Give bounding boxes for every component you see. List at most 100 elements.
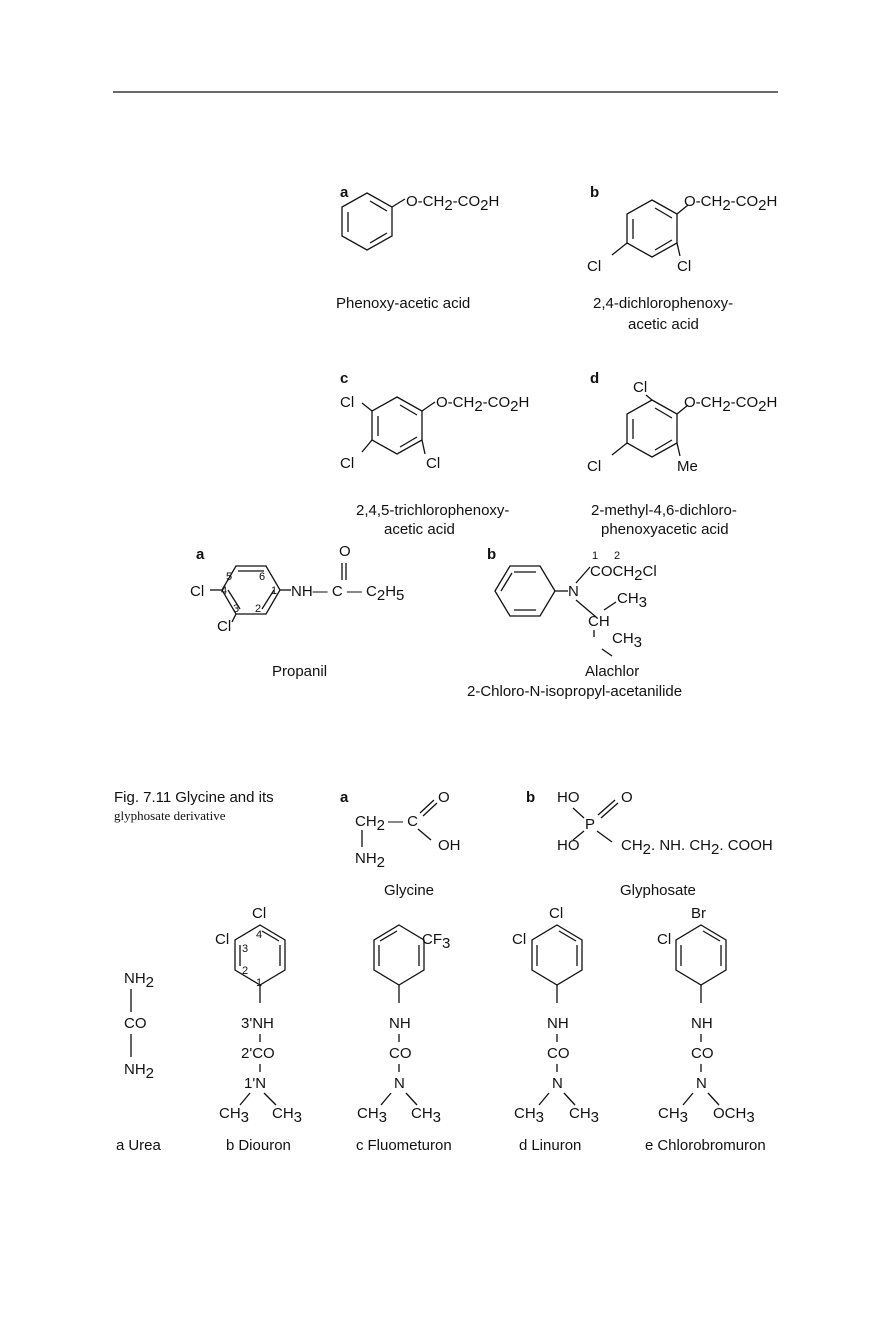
phenoxy-panel-d: d (590, 370, 599, 387)
alachlor-ring (494, 565, 617, 657)
linuron-n: N (552, 1075, 563, 1092)
diouron-ch3-left: CH3 (219, 1105, 249, 1126)
alachlor-ch3-bottom: CH3 (612, 630, 642, 651)
glycine-dbl-bond-2 (422, 802, 438, 817)
linuron-co: CO (547, 1045, 570, 1062)
glyphosate-ho-bottom: HO (557, 837, 580, 854)
anilide-panel-b: b (487, 546, 496, 563)
fluometuron-cf3: CF3 (422, 931, 450, 952)
phenoxy-a-substituent: O-CH2-CO2H (406, 193, 499, 214)
glyphosate-ho-bottom-bond (572, 830, 585, 841)
linuron-ch3-right: CH3 (569, 1105, 599, 1126)
propanil-ring-num-1: 1 (271, 585, 277, 597)
linuron-me-bond-right (563, 1092, 576, 1106)
fluometuron-co: CO (389, 1045, 412, 1062)
phenoxy-d-substituent: O-CH2-CO2H (684, 394, 777, 415)
urea-nh2-top: NH2 (124, 970, 154, 991)
phenoxy-b-cl-2: Cl (677, 258, 691, 275)
glyphosate-name: Glyphosate (620, 882, 696, 899)
propanil-ring-num-4: 4 (221, 585, 227, 597)
benzene-ring-c (361, 396, 436, 455)
phenoxy-c-substituent: O-CH2-CO2H (436, 394, 529, 415)
glyphosate-ho-top-bond (572, 807, 585, 819)
linuron-cl-3: Cl (512, 931, 526, 948)
chlorobromuron-och3: OCH3 (713, 1105, 755, 1126)
diouron-ring-num-1: 1 (256, 977, 262, 989)
diouron-ring (234, 924, 286, 1003)
linuron-me-bond-left (538, 1092, 550, 1106)
glyphosate-panel-b: b (526, 789, 535, 806)
propanil-ring-num-5: 5 (226, 571, 232, 583)
fluometuron-me-bond-left (380, 1092, 392, 1106)
linuron-ch3-left: CH3 (514, 1105, 544, 1126)
chlorobromuron-ring (675, 924, 727, 1003)
glyphosate-o: O (621, 789, 633, 806)
phenoxy-d-cl-6: Cl (633, 379, 647, 396)
phenoxy-b-name-line2: acetic acid (628, 316, 699, 333)
phenoxy-d-me: Me (677, 458, 698, 475)
diouron-2co: 2'CO (241, 1045, 275, 1062)
phenoxy-panel-b: b (590, 184, 599, 201)
glyphosate-dbl-bond-1 (597, 799, 616, 816)
diouron-1n: 1'N (244, 1075, 266, 1092)
phenoxy-b-name-line1: 2,4-dichlorophenoxy- (593, 295, 733, 312)
alachlor-acyl: COCH2Cl (590, 563, 657, 584)
chlorobromuron-ch3: CH3 (658, 1105, 688, 1126)
urea-co: CO (124, 1015, 147, 1032)
chlorobromuron-me-bond-right (707, 1092, 720, 1106)
diouron-ring-num-2: 2 (242, 965, 248, 977)
propanil-ring (210, 565, 291, 623)
alachlor-ch: CH (588, 613, 610, 630)
alachlor-num-2: 2 (614, 550, 620, 562)
anilide-panel-a: a (196, 546, 205, 563)
glyphosate-p: P (585, 816, 595, 833)
glycine-nh2: NH2 (355, 850, 385, 871)
benzene-ring-a (341, 192, 406, 251)
fluometuron-n: N (394, 1075, 405, 1092)
fig-7-11-caption-line2: glyphosate derivative (114, 808, 226, 823)
chlorobromuron-br: Br (691, 905, 706, 922)
glycine-ch2: CH2— C (355, 813, 418, 834)
propanil-cl-4: Cl (190, 583, 204, 600)
linuron-ring (531, 924, 583, 1003)
alachlor-n: N (568, 583, 579, 600)
phenoxy-c-name-line1: 2,4,5-trichlorophenoxy- (356, 502, 509, 519)
propanil-chain: NH— C — C2H5 (291, 583, 404, 604)
phenoxy-panel-c: c (340, 370, 348, 387)
diouron-me-bond-left (239, 1092, 251, 1106)
alachlor-name: Alachlor (585, 663, 639, 680)
phenoxy-c-cl-5: Cl (340, 394, 354, 411)
phenoxy-d-name-line1: 2-methyl-4,6-dichloro- (591, 502, 737, 519)
glycine-name: Glycine (384, 882, 434, 899)
glycine-o: O (438, 789, 450, 806)
propanil-name: Propanil (272, 663, 327, 680)
alachlor-ch3-top: CH3 (617, 590, 647, 611)
phenoxy-d-cl-4: Cl (587, 458, 601, 475)
linuron-cl-4: Cl (549, 905, 563, 922)
fluometuron-me-bond-right (405, 1092, 418, 1106)
fluometuron-ring (373, 924, 425, 1003)
fluometuron-nh: NH (389, 1015, 411, 1032)
phenoxy-c-cl-4: Cl (340, 455, 354, 472)
phenoxy-a-name: Phenoxy-acetic acid (336, 295, 470, 312)
phenoxy-panel-a: a (340, 184, 349, 201)
chlorobromuron-me-bond-left (682, 1092, 694, 1106)
diouron-3nh: 3'NH (241, 1015, 274, 1032)
chlorobromuron-cl: Cl (657, 931, 671, 948)
propanil-cl-3: Cl (217, 618, 231, 635)
chlorobromuron-nh: NH (691, 1015, 713, 1032)
propanil-ring-num-3: 3 (233, 603, 239, 615)
diouron-ring-num-4: 4 (256, 929, 262, 941)
phenoxy-c-name-line2: acetic acid (384, 521, 455, 538)
diouron-ring-num-3: 3 (242, 943, 248, 955)
diouron-me-bond-right (263, 1092, 277, 1106)
propanil-o: O (339, 543, 351, 560)
benzene-ring-d (611, 394, 689, 458)
